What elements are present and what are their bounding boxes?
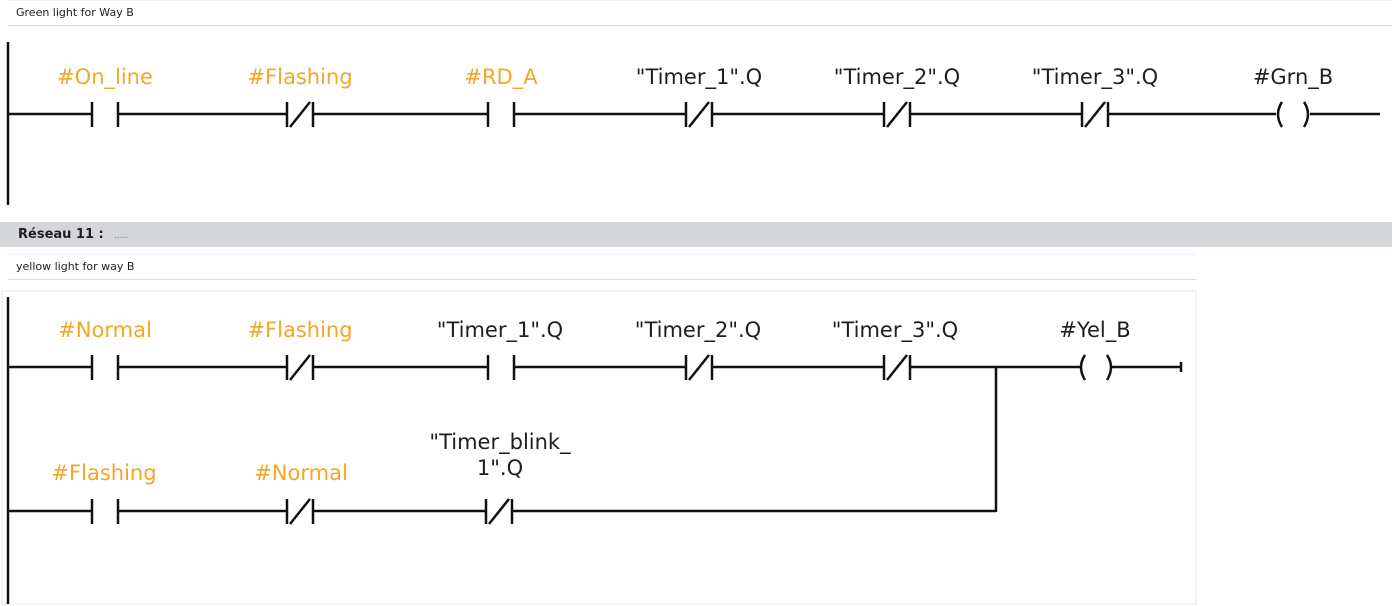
network-11-panel (1, 290, 1197, 605)
network-11-title: Réseau 11 : (18, 227, 104, 242)
contact-timer-3-q-nc[interactable] (882, 354, 912, 381)
contact-timer-2-q-nc[interactable] (882, 101, 912, 128)
label-flashing: #Flashing (247, 65, 352, 89)
rung-n11-1: #Normal #Flashing "Timer_1".Q "Timer_2".… (8, 318, 1183, 381)
label-timer-1-q: "Timer_1".Q (636, 65, 762, 90)
contact-timer-blink-1-q-nc[interactable] (484, 498, 514, 525)
contact-normal-nc[interactable] (285, 498, 315, 525)
contact-flashing-nc[interactable] (285, 354, 315, 381)
contact-flashing[interactable] (90, 499, 120, 524)
label-on-line: #On_line (57, 65, 153, 90)
network-11-comment-text: yellow light for way B (16, 260, 135, 273)
label-flashing: #Flashing (247, 318, 352, 342)
label-timer-1-q: "Timer_1".Q (437, 318, 563, 343)
contact-timer-3-q-nc[interactable] (1080, 101, 1110, 128)
network-11-description: ..... (113, 231, 129, 241)
label-timer-blink-1-q-line1: "Timer_blink_ (429, 430, 571, 455)
rung-n11-2: #Flashing #Normal "Timer_blink_ 1".Q (8, 367, 998, 525)
label-timer-3-q: "Timer_3".Q (832, 318, 958, 343)
network-11-comment[interactable]: yellow light for way B (8, 254, 1196, 280)
label-flashing: #Flashing (51, 461, 156, 485)
contact-flashing-nc[interactable] (285, 101, 315, 128)
contact-rd-a[interactable] (486, 102, 516, 127)
contact-normal[interactable] (90, 355, 120, 380)
label-timer-2-q: "Timer_2".Q (834, 65, 960, 90)
label-yel-b: #Yel_B (1059, 318, 1130, 343)
contact-on-line[interactable] (90, 102, 120, 127)
contact-timer-1-q[interactable] (486, 355, 516, 380)
label-normal: #Normal (58, 318, 152, 342)
contact-timer-2-q-nc[interactable] (684, 354, 714, 381)
coil-yel-b[interactable] (1079, 354, 1113, 381)
network-11-header[interactable]: Réseau 11 : ..... (0, 222, 1392, 247)
label-rd-a: #RD_A (464, 65, 538, 90)
coil-grn-b[interactable] (1276, 101, 1310, 128)
network-10-comment-text: Green light for Way B (16, 6, 134, 19)
network-10-comment[interactable]: Green light for Way B (8, 0, 1392, 26)
label-grn-b: #Grn_B (1253, 65, 1333, 90)
label-normal: #Normal (254, 461, 348, 485)
label-timer-2-q: "Timer_2".Q (635, 318, 761, 343)
label-timer-blink-1-q-line2: 1".Q (477, 456, 523, 480)
rung-n10-1: #On_line #Flashing #RD_A "Timer_1".Q "Ti… (8, 65, 1380, 128)
label-timer-3-q: "Timer_3".Q (1032, 65, 1158, 90)
contact-timer-1-q-nc[interactable] (684, 101, 714, 128)
